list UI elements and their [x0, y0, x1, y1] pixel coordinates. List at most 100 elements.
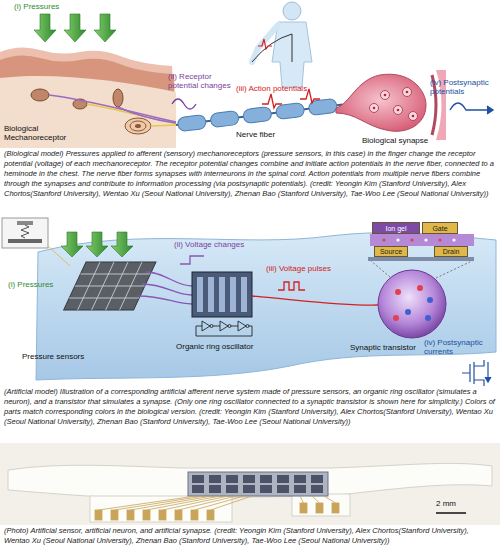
chip-pattern — [209, 475, 221, 483]
scale-bar — [436, 512, 466, 514]
synapse-terminal — [397, 109, 400, 112]
synapse-terminal — [406, 91, 409, 94]
sensory-fiber — [118, 107, 176, 123]
transistor-symbol — [485, 377, 491, 382]
nerve-fiber — [177, 114, 206, 131]
synapse-terminal — [373, 107, 376, 110]
pressure-arrow — [34, 14, 116, 42]
stage-label: (iii) Action potentials — [236, 84, 346, 93]
chip-pattern — [192, 485, 204, 493]
voltage-change-icon — [180, 256, 204, 264]
synapse-terminal — [403, 88, 412, 97]
device-photo — [188, 472, 328, 496]
node-text: Ion gel — [385, 225, 406, 232]
flexible-substrate — [36, 233, 496, 380]
chip-pattern — [311, 485, 323, 493]
ring-oscillator — [230, 277, 236, 312]
pressure-arrow — [94, 14, 116, 42]
pressure-sensor-array — [64, 262, 156, 310]
synaptic-transistor — [425, 315, 431, 321]
transistor-stack — [368, 234, 474, 261]
postsynaptic-arrow — [487, 106, 493, 114]
chip-pattern — [260, 485, 272, 493]
transistor-symbol — [462, 360, 484, 386]
gold-electrode — [99, 496, 253, 510]
chip-pattern — [192, 475, 204, 483]
node-text: Drain — [443, 248, 460, 255]
ring-oscillator — [192, 272, 252, 317]
synapse-terminal — [336, 70, 446, 140]
nerve-fiber — [175, 98, 343, 132]
gold-electrode — [175, 510, 182, 520]
postsynaptic-arrow — [450, 103, 492, 110]
sensor-inset — [21, 225, 29, 238]
pressure-arrow — [34, 14, 56, 42]
device-photo — [0, 443, 500, 525]
chip-pattern — [226, 485, 238, 493]
action-potential-icon — [262, 94, 282, 108]
synaptic-transistor — [395, 289, 401, 295]
chip-pattern — [294, 475, 306, 483]
node-text: Source — [380, 248, 402, 255]
pressure-sensor-array — [80, 274, 150, 275]
inverter-symbol — [196, 326, 252, 336]
transistor-stack — [424, 238, 427, 241]
chip-pattern — [311, 475, 323, 483]
gold-electrode — [95, 510, 102, 520]
transistor-stack — [370, 234, 474, 246]
inverter-symbol — [196, 321, 252, 336]
synaptic-transistor — [393, 315, 399, 321]
gold-electrode — [300, 503, 307, 513]
gold-electrode — [300, 496, 336, 503]
pressure-sensor-array — [75, 286, 145, 287]
synapse-terminal — [412, 115, 415, 118]
skin-tissue — [0, 76, 176, 148]
pressure-sensor-array — [69, 298, 139, 299]
human-figure — [283, 2, 301, 20]
gold-electrode — [95, 496, 339, 520]
chip-pattern — [226, 475, 238, 483]
mechanoreceptor — [125, 118, 151, 134]
inverter-symbol — [231, 326, 238, 327]
source-electrode: Source — [374, 246, 408, 257]
mechanoreceptor — [130, 121, 146, 131]
gold-electrode — [316, 503, 323, 513]
sensory-fiber — [87, 104, 176, 124]
synapse-terminal — [370, 104, 379, 113]
gold-electrode — [111, 510, 118, 520]
gold-electrode — [127, 510, 134, 520]
synapse-terminal — [394, 106, 403, 115]
part-label: Biological synapse — [362, 136, 452, 145]
inverter-symbol — [210, 325, 213, 328]
pressure-arrow — [61, 232, 83, 257]
inverter-symbol — [246, 325, 249, 328]
human-figure — [252, 34, 292, 62]
synapse-terminal — [384, 94, 387, 97]
chip-pattern — [243, 485, 255, 493]
ring-oscillator — [197, 277, 203, 312]
pressure-arrow — [64, 14, 86, 42]
transistor-symbol — [462, 360, 491, 386]
signal-wire — [252, 296, 378, 305]
chip-pattern — [277, 475, 289, 483]
stage-label: (iv) Postsynaptic potentials — [430, 78, 500, 96]
part-label: Biological Mechanoreceptor — [4, 124, 76, 142]
ring-oscillator — [208, 277, 214, 312]
synaptic-transistor — [427, 297, 433, 303]
part-label: Pressure sensors — [22, 352, 102, 361]
sensor-wire — [142, 284, 192, 295]
sensor-inset — [17, 221, 33, 225]
human-figure — [252, 2, 312, 87]
synaptic-transistor — [417, 285, 423, 291]
inverter-symbol — [228, 325, 231, 328]
receptor-potential-icon — [172, 99, 196, 109]
pressure-sensor-array — [64, 262, 156, 310]
synaptic-transistor — [370, 260, 474, 338]
mechanoreceptor — [135, 124, 141, 128]
mechanoreceptor — [113, 89, 123, 107]
sensor-inset — [8, 239, 42, 243]
receptor-potential-icon — [172, 99, 196, 109]
